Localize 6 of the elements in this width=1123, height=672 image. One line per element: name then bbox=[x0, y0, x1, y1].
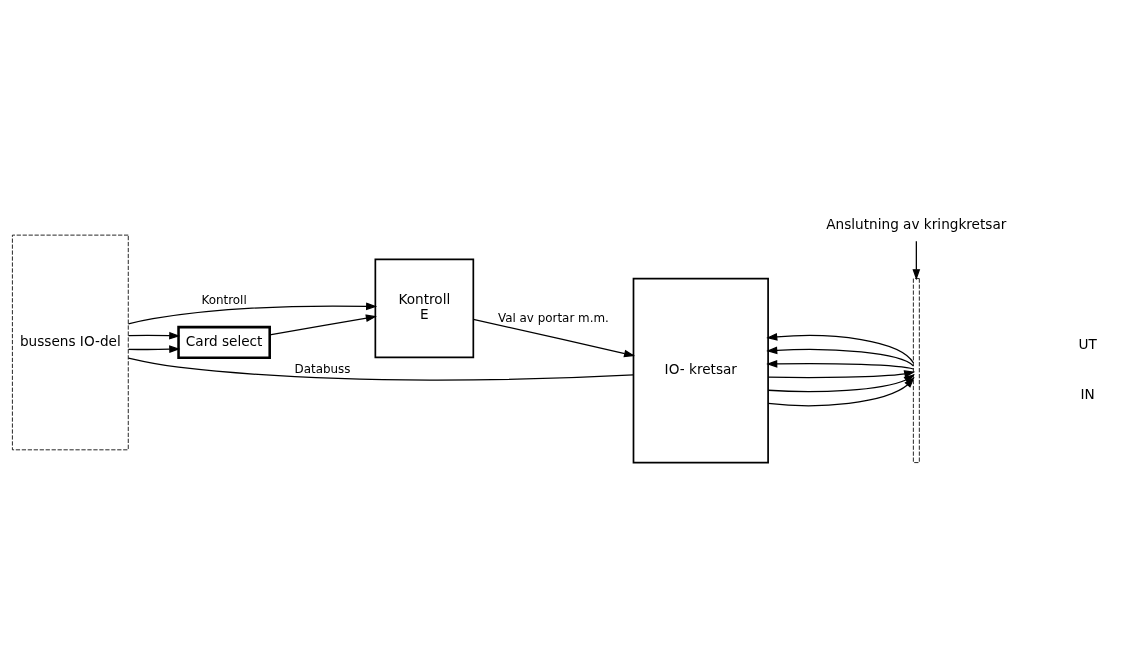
edge-label: Val av portar m.m. bbox=[497, 310, 609, 325]
label: IN bbox=[1080, 385, 1095, 402]
edge-label: Kontroll bbox=[201, 292, 247, 307]
edge-label: Databuss bbox=[294, 361, 351, 376]
node-text: Anslutning av kringkretsar bbox=[826, 215, 1007, 232]
label: UT bbox=[1078, 335, 1097, 352]
